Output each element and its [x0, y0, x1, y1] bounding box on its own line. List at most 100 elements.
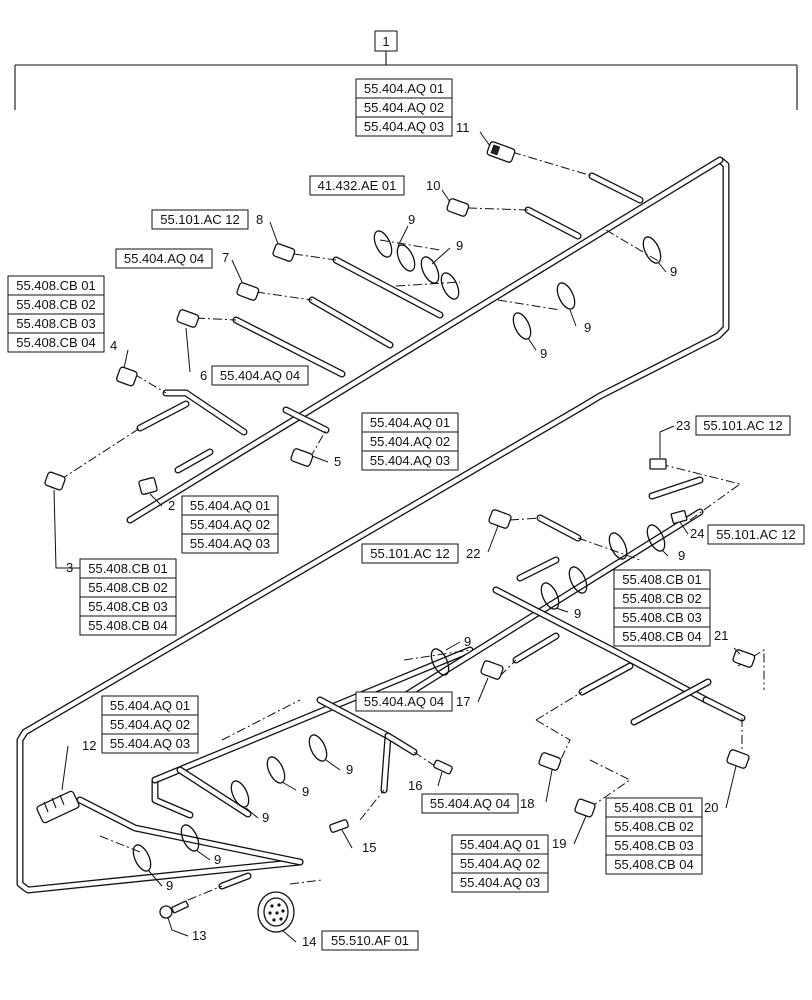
item-2-label: 2: [168, 498, 175, 513]
ref-item-23: 55.101.AC 12: [695, 415, 791, 436]
ref-text: 55.408.CB 02: [88, 580, 168, 595]
ref-text: 55.404.AQ 03: [190, 536, 270, 551]
connector-22-icon: [488, 509, 512, 529]
item-3-label: 3: [66, 560, 73, 575]
connector-12-icon: [36, 790, 80, 824]
ref-text: 55.404.AQ 03: [370, 453, 450, 468]
connector-8-icon: [272, 243, 296, 262]
ref-text: 55.408.CB 04: [622, 629, 702, 644]
tie-strap-icon: [642, 236, 662, 264]
ref-item-14: 55.510.AF 01: [321, 930, 419, 951]
ref-text: 55.408.CB 01: [614, 800, 694, 815]
assembly-bracket: 1: [14, 30, 798, 110]
item-9-label: 9: [540, 346, 547, 361]
tie-strap-icon: [266, 756, 286, 784]
tie-strap-icon: [430, 648, 450, 676]
connector-17-icon: [480, 660, 504, 680]
item-15-label: 15: [362, 840, 376, 855]
tie-strap-icon: [373, 230, 393, 258]
ref-text: 55.404.AQ 01: [460, 837, 540, 852]
tie-strap-icon: [396, 244, 416, 272]
ref-text: 55.408.CB 01: [16, 278, 96, 293]
item-9-label: 9: [262, 810, 269, 825]
item-24-label: 24: [690, 526, 704, 541]
ref-stack-item-3: 55.408.CB 01 55.408.CB 02 55.408.CB 03 5…: [79, 558, 177, 636]
item-callouts: 11 10 8 7 6 4 5 2 3 9 9 9 9 9 23 24 22 9…: [66, 120, 728, 949]
connectors: [36, 141, 756, 933]
item-12-label: 12: [82, 738, 96, 753]
ref-text: 55.408.CB 02: [614, 819, 694, 834]
ref-text: 55.408.CB 01: [88, 561, 168, 576]
ref-text: 55.408.CB 04: [614, 857, 694, 872]
item-20-label: 20: [704, 800, 718, 815]
tie-straps: [132, 230, 666, 872]
item-18-label: 18: [520, 796, 534, 811]
tie-strap-icon: [230, 780, 250, 808]
ref-text: 55.404.AQ 04: [430, 796, 510, 811]
ref-text: 55.404.AQ 04: [364, 694, 444, 709]
item-9-label: 9: [678, 548, 685, 563]
connector-10-icon: [446, 198, 470, 217]
item-17-label: 17: [456, 694, 470, 709]
ref-text: 55.404.AQ 02: [460, 856, 540, 871]
ref-stack-right-cb: 55.408.CB 01 55.408.CB 02 55.408.CB 03 5…: [613, 569, 711, 647]
ref-text: 55.101.AC 12: [160, 212, 240, 227]
ref-item-6: 55.404.AQ 04: [211, 365, 309, 386]
tie-strap-icon: [132, 844, 152, 872]
ref-item-16: 55.404.AQ 04: [421, 793, 519, 814]
ref-text: 55.404.AQ 01: [370, 415, 450, 430]
main-harness: [16, 156, 730, 894]
item-21-label: 21: [714, 628, 728, 643]
item-8-label: 8: [256, 212, 263, 227]
ref-text: 55.408.CB 03: [614, 838, 694, 853]
ref-stack-item-19: 55.404.AQ 01 55.404.AQ 02 55.404.AQ 03: [451, 834, 549, 893]
ref-text: 55.408.CB 03: [622, 610, 702, 625]
connector-6-icon: [176, 309, 200, 328]
ref-text: 55.408.CB 04: [16, 335, 96, 350]
tie-strap-icon: [556, 282, 576, 310]
terminal-15-icon: [329, 819, 349, 833]
item-4-label: 4: [110, 338, 117, 353]
ref-text: 55.404.AQ 04: [220, 368, 300, 383]
item-14-label: 14: [302, 934, 316, 949]
ref-text: 55.408.CB 03: [88, 599, 168, 614]
item-7-label: 7: [222, 250, 229, 265]
tie-strap-icon: [308, 734, 328, 762]
ref-stack-item-12: 55.404.AQ 01 55.404.AQ 02 55.404.AQ 03: [101, 695, 199, 754]
ref-text: 55.404.AQ 02: [370, 434, 450, 449]
ring-terminal-13-icon: [159, 900, 189, 919]
item-13-label: 13: [192, 928, 206, 943]
ref-text: 55.404.AQ 04: [124, 251, 204, 266]
tie-strap-icon: [180, 824, 200, 852]
item-9-label: 9: [574, 606, 581, 621]
connector-18-icon: [538, 752, 562, 771]
tie-strap-icon: [646, 524, 666, 552]
tie-strap-icon: [540, 582, 560, 610]
ref-text: 55.404.AQ 01: [110, 698, 190, 713]
connector-20-icon: [726, 749, 750, 769]
tie-strap-icon: [608, 532, 628, 560]
tie-strap-icon: [568, 566, 588, 594]
item-5-label: 5: [334, 454, 341, 469]
item-9-label: 9: [670, 264, 677, 279]
item-10-label: 10: [426, 178, 440, 193]
item-9-label: 9: [584, 320, 591, 335]
ref-text: 55.404.AQ 01: [364, 81, 444, 96]
ref-text: 55.404.AQ 02: [364, 100, 444, 115]
item-9-label: 9: [408, 212, 415, 227]
ref-item-22: 55.101.AC 12: [361, 543, 459, 564]
round-connector-14-icon: [257, 891, 295, 933]
ref-stack-item-4: 55.408.CB 01 55.408.CB 02 55.408.CB 03 5…: [7, 275, 105, 353]
item-23-label: 23: [676, 418, 690, 433]
ref-stack-item-20: 55.408.CB 01 55.408.CB 02 55.408.CB 03 5…: [605, 797, 703, 875]
ref-text: 55.404.AQ 02: [190, 517, 270, 532]
item-9-label: 9: [214, 852, 221, 867]
ref-text: 55.404.AQ 03: [364, 119, 444, 134]
connector-23-icon: [649, 458, 667, 470]
ref-item-10: 41.432.AE 01: [309, 175, 405, 196]
item-9-label: 9: [302, 784, 309, 799]
ref-text: 41.432.AE 01: [318, 178, 397, 193]
ref-text: 55.101.AC 12: [703, 418, 783, 433]
